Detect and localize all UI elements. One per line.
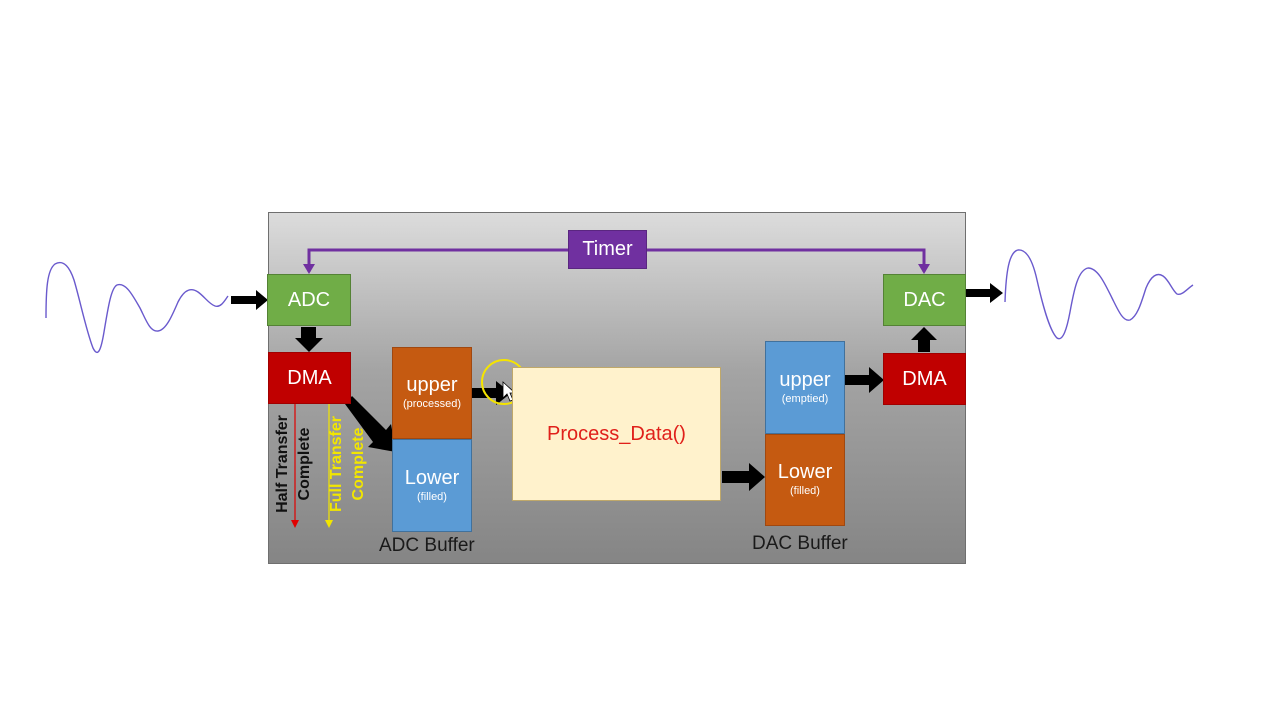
process-data-label: Process_Data() xyxy=(547,422,686,445)
adc-buffer-caption: ADC Buffer xyxy=(379,535,475,556)
full-transfer-arrowhead xyxy=(325,520,333,528)
dac-upper-state: (emptied) xyxy=(781,392,829,405)
process-data-block: Process_Data() xyxy=(512,367,721,501)
adc-upper-state: (processed) xyxy=(402,398,462,410)
dac-buffer-upper: upper (emptied) xyxy=(765,341,845,434)
adc-lower-state: (filled) xyxy=(417,490,447,503)
dac-buffer-caption: DAC Buffer xyxy=(752,533,848,554)
half-transfer-arrowhead xyxy=(291,520,299,528)
timer-label: Timer xyxy=(582,238,633,260)
adc-block: ADC xyxy=(267,274,351,326)
output-waveform xyxy=(1004,249,1194,340)
adc-buffer-lower: Lower (filled) xyxy=(392,439,472,532)
dac-upper-to-dma-arrow xyxy=(845,367,884,393)
dac-buffer-lower: Lower (filled) xyxy=(765,434,845,526)
input-arrow xyxy=(231,290,268,310)
dac-label: DAC xyxy=(903,288,946,311)
half-transfer-line1: Half Transfer xyxy=(274,415,291,513)
input-waveform xyxy=(45,262,229,353)
dac-upper-label: upper xyxy=(779,368,831,391)
dac-lower-label: Lower xyxy=(777,461,833,483)
adc-lower-label: Lower xyxy=(404,466,460,489)
half-transfer-line2: Complete xyxy=(296,427,313,501)
dma-out-label: DMA xyxy=(902,367,947,390)
timer-arrowhead-dac xyxy=(918,264,930,274)
dma-in-label: DMA xyxy=(287,366,332,389)
dma-out-block: DMA xyxy=(883,353,966,405)
adc-upper-label: upper xyxy=(406,374,458,396)
timer-arrowhead-adc xyxy=(303,264,315,274)
timer-block: Timer xyxy=(568,230,647,269)
process-to-dac-lower-arrow xyxy=(722,463,765,491)
adc-buffer-upper: upper (processed) xyxy=(392,347,472,439)
upper-to-process-arrow xyxy=(470,381,511,405)
adc-to-dma-arrow xyxy=(295,327,323,352)
dma-in-block: DMA xyxy=(268,352,351,404)
dac-lower-state: (filled) xyxy=(790,485,820,497)
output-arrow xyxy=(966,283,1003,303)
full-transfer-label: Full Transfer Complete xyxy=(326,404,374,524)
full-transfer-line1: Full Transfer xyxy=(328,415,345,513)
half-transfer-label: Half Transfer Complete xyxy=(272,404,320,524)
dma-to-dac-arrow xyxy=(911,327,937,352)
full-transfer-line2: Complete xyxy=(350,427,367,501)
adc-label: ADC xyxy=(287,288,331,311)
dac-block: DAC xyxy=(883,274,966,326)
dma-to-adc-buffer-arrow xyxy=(345,396,396,452)
